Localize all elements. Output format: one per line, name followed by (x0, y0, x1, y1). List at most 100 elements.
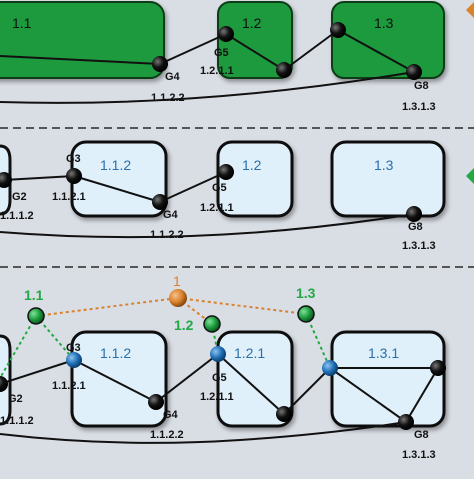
gateway-address: 1.1.2.1 (52, 191, 86, 203)
box-1-2-1 (216, 330, 294, 428)
link (283, 29, 339, 71)
link (177, 297, 307, 315)
box-label: 1.3 (374, 15, 394, 31)
gateway-node[interactable] (152, 56, 168, 72)
link (329, 367, 407, 423)
gateway-address: 1.3.1.3 (402, 101, 436, 113)
gateway-name: G2 (12, 191, 27, 203)
gateway-name: G3 (66, 153, 81, 165)
panel-2: 1.1.2 1.2 1.3 G2 1.1.1.2 G3 1.1.2.1 G4 1… (0, 140, 474, 252)
link (0, 213, 415, 239)
gateway-node[interactable] (66, 168, 82, 184)
gateway-name: G4 (165, 71, 181, 83)
box-1-2 (216, 140, 294, 218)
gateway-name: G5 (212, 182, 227, 194)
orange-node[interactable] (169, 289, 187, 307)
box-1-3 (331, 1, 445, 79)
link (0, 71, 415, 104)
box-label: 1.3.1 (368, 345, 399, 361)
link (217, 353, 285, 415)
link (35, 315, 75, 361)
gateway-node[interactable] (218, 26, 234, 42)
gateway-node[interactable] (276, 62, 292, 78)
box-1-1-2 (70, 330, 168, 428)
link (225, 33, 285, 71)
link (405, 367, 439, 423)
panel-1-links (0, 29, 415, 104)
panel-3: 1.1.2 1.2.1 1.3.1 (0, 273, 446, 461)
box-label: 1.1.2 (100, 157, 131, 173)
gateway-name: G8 (414, 429, 429, 441)
panel-1: 1.1 1.2 1.3 G4 1.1.2.2 G5 1.2.1.1 G8 1.3… (0, 1, 474, 113)
box-label: 1.2 (242, 15, 262, 31)
green-node[interactable] (297, 305, 315, 323)
gateway-name: G8 (414, 80, 429, 92)
gateway-name: G4 (163, 209, 179, 221)
gateway-node[interactable] (210, 346, 226, 362)
link (159, 171, 227, 203)
gateway-name: G8 (408, 221, 423, 233)
link (73, 359, 157, 403)
link (0, 55, 161, 65)
gateway-node[interactable] (0, 172, 12, 188)
arrow-icon (466, 168, 474, 184)
top-node-label: 1.3 (296, 285, 316, 301)
gateway-address: 1.1.2.2 (150, 229, 184, 241)
box-label: 1.1.2 (100, 345, 131, 361)
link (0, 359, 75, 385)
panel-2-links (0, 171, 415, 239)
link (155, 353, 219, 403)
gateway-address: 1.1.2.2 (151, 92, 185, 104)
green-node[interactable] (203, 315, 221, 333)
gateway-node[interactable] (148, 394, 164, 410)
box-label: 1.2 (242, 157, 262, 173)
link (3, 175, 75, 181)
gateway-address: 1.1.2.1 (52, 380, 86, 392)
gateway-address: 1.1.2.2 (150, 429, 184, 441)
link (283, 367, 331, 415)
gateway-address: 1.2.1.1 (200, 391, 234, 403)
box-1-1 (0, 1, 165, 79)
link (0, 421, 407, 444)
gateway-node[interactable] (330, 22, 346, 38)
arrow-icon (466, 2, 474, 18)
box-label: 1.1 (12, 15, 32, 31)
gateway-node[interactable] (398, 414, 414, 430)
link (35, 297, 179, 317)
top-node-label: 1 (173, 273, 181, 289)
gateway-node[interactable] (66, 352, 82, 368)
gateway-name: G2 (8, 393, 23, 405)
box-1-2 (217, 1, 293, 79)
gateway-node[interactable] (406, 206, 422, 222)
gateway-address: 1.1.1.2 (0, 210, 34, 222)
gateway-node[interactable] (152, 194, 168, 210)
green-node[interactable] (27, 307, 45, 325)
box-label: 1.2.1 (234, 345, 265, 361)
gateway-node[interactable] (322, 360, 338, 376)
gateway-node[interactable] (218, 164, 234, 180)
link (73, 175, 161, 203)
box-1-3 (330, 140, 446, 218)
top-node-label: 1.2 (174, 317, 194, 333)
link (159, 33, 227, 65)
gateway-address: 1.2.1.1 (200, 65, 234, 77)
gateway-name: G5 (212, 372, 227, 384)
gateway-address: 1.3.1.3 (402, 240, 436, 252)
gateway-node[interactable] (430, 360, 446, 376)
gateway-address: 1.2.1.1 (200, 202, 234, 214)
gateway-address: 1.3.1.3 (402, 449, 436, 461)
gateway-address: 1.1.1.2 (0, 415, 34, 427)
gateway-node[interactable] (0, 376, 8, 392)
box-label: 1.3 (374, 157, 394, 173)
gateway-name: G4 (163, 409, 179, 421)
gateway-node[interactable] (276, 406, 292, 422)
top-node-label: 1.1 (24, 287, 44, 303)
panel-3-links (0, 353, 439, 444)
gateway-name: G3 (66, 342, 81, 354)
link (337, 29, 415, 73)
gateway-node[interactable] (406, 64, 422, 80)
link (305, 313, 331, 369)
gateway-name: G5 (214, 47, 229, 59)
